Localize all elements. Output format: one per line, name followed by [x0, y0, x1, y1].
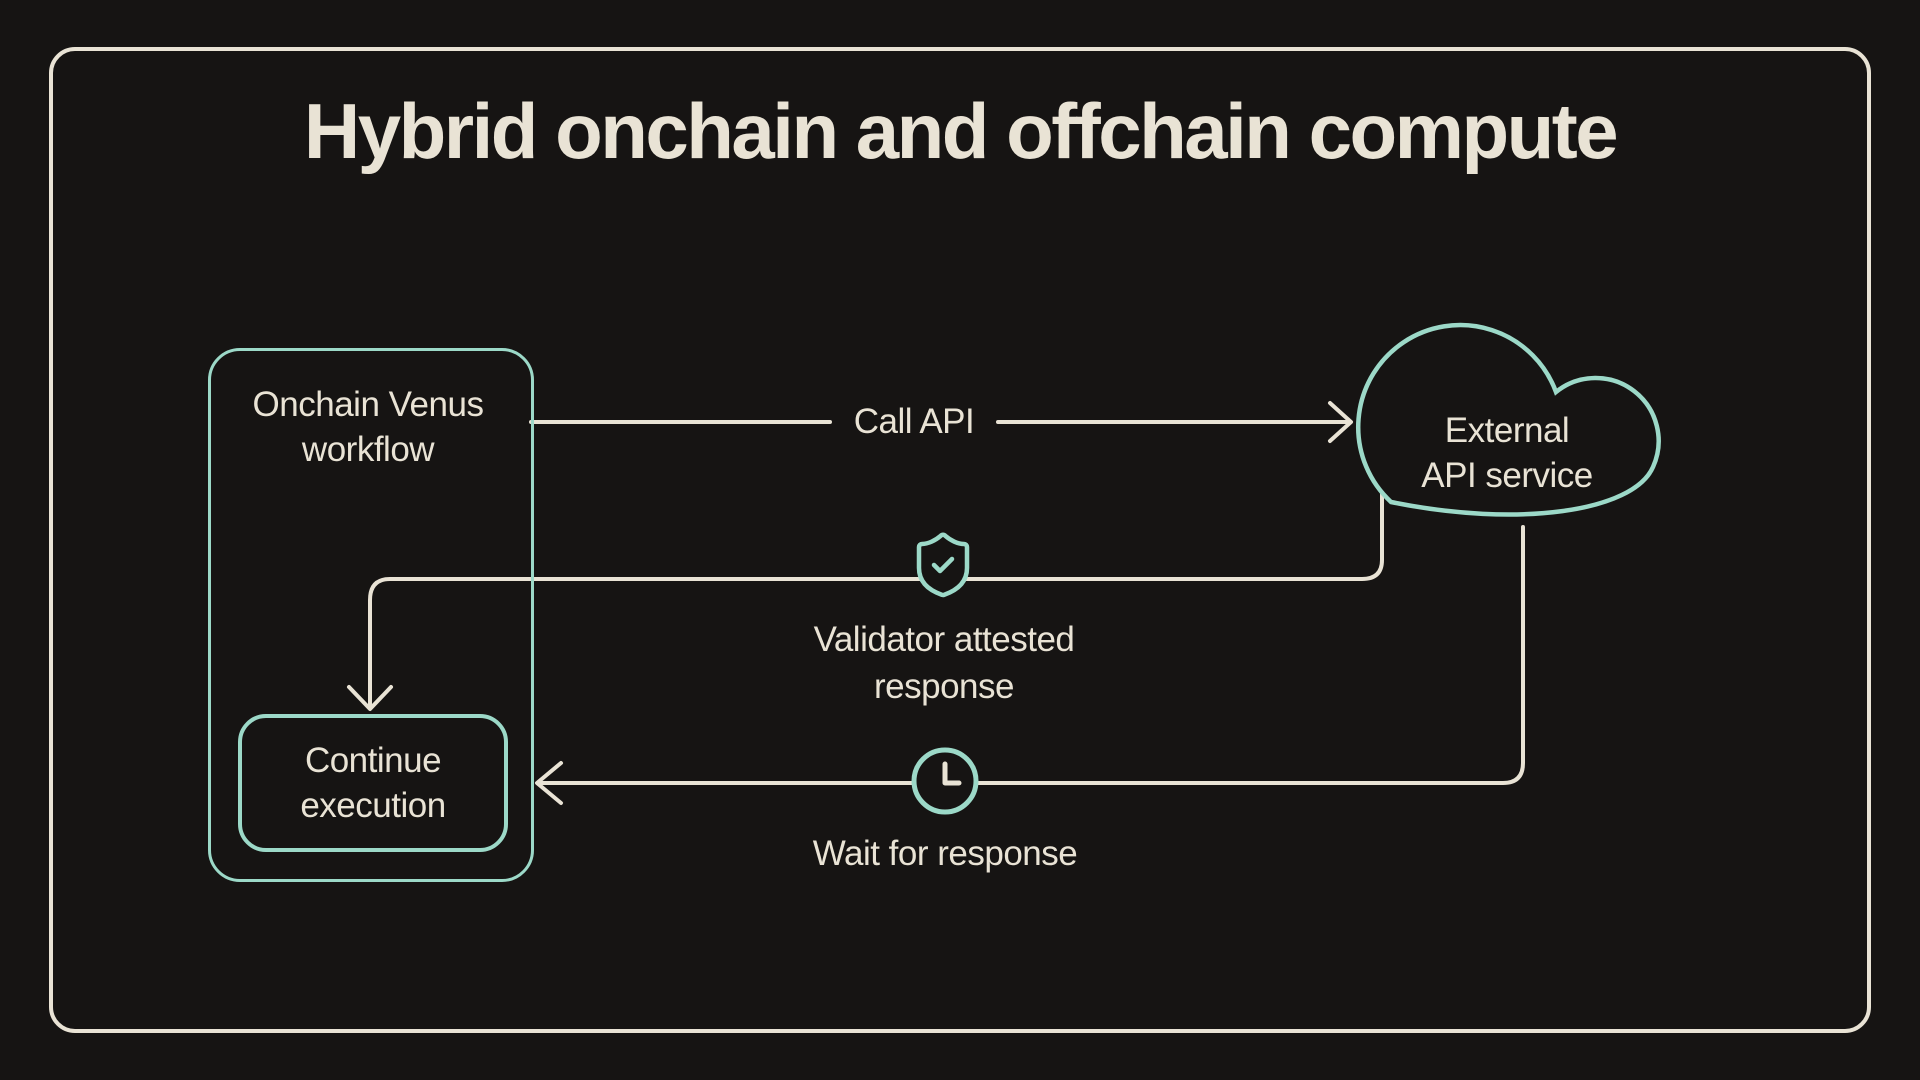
wait-arrowhead-icon	[535, 761, 563, 805]
edge-validator-label: Validator attested response	[813, 620, 1075, 706]
node-onchain-workflow-label: Onchain Venus workflow	[252, 385, 484, 469]
validator-arrowhead-icon	[347, 685, 393, 711]
cloud-outline	[1355, 322, 1661, 517]
call-api-arrowhead-icon	[1328, 401, 1353, 443]
shield-check-icon	[916, 532, 970, 598]
validator-response-line	[368, 490, 1384, 708]
node-onchain-workflow	[208, 348, 534, 882]
node-external-api-label: External API service	[1421, 411, 1593, 495]
node-continue-execution-label: Continue execution	[300, 741, 446, 825]
page-title: Hybrid onchain and offchain compute	[303, 87, 1619, 175]
node-continue-execution: Continue execution	[238, 714, 508, 852]
clock-hands-icon	[942, 761, 962, 786]
clock-icon	[911, 747, 979, 815]
cloud-icon	[1355, 322, 1661, 517]
check-icon	[931, 556, 955, 574]
outer-frame	[49, 47, 1871, 1033]
edge-call-api-label: Call API	[853, 402, 975, 441]
edge-wait-label: Wait for response	[812, 834, 1078, 873]
wait-response-line	[540, 525, 1525, 785]
